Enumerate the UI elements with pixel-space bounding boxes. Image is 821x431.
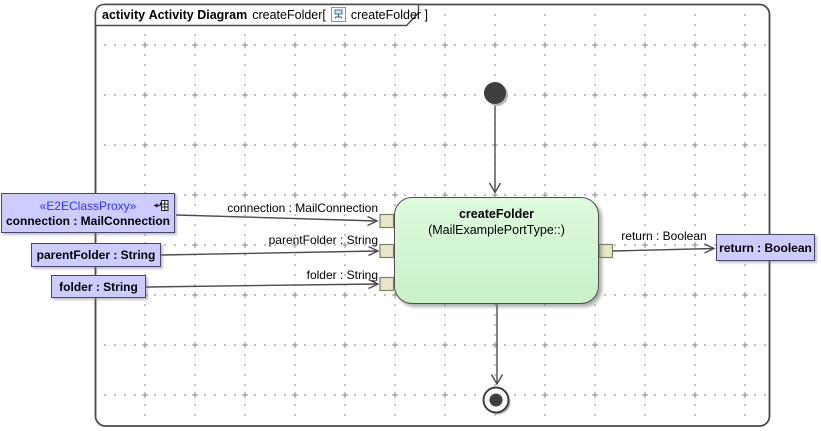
connector-folder[interactable] [145, 278, 380, 290]
stereotype-label: «E2EClassProxy» [39, 198, 137, 213]
param-node-parentfolder[interactable]: parentFolder : String [31, 243, 161, 267]
activity-final-node[interactable] [482, 386, 511, 415]
param-folder-label: folder : String [59, 279, 138, 294]
proxy-link-icon [153, 199, 169, 215]
activity-diagram-icon [330, 7, 346, 22]
param-connection-label: connection : MailConnection [6, 213, 170, 228]
edge-label-connection[interactable]: connection : MailConnection [227, 201, 378, 215]
param-return-label: return : Boolean [719, 240, 812, 255]
param-node-connection[interactable]: «E2EClassProxy» connection : MailConnect… [1, 193, 175, 233]
pin-connection[interactable] [379, 213, 395, 229]
diagram-reference-label: createFolder ] [350, 7, 429, 22]
param-node-folder[interactable]: folder : String [51, 275, 146, 298]
action-name: createFolder [458, 207, 535, 221]
connector-parentfolder[interactable] [160, 245, 380, 257]
frame-header[interactable]: activity Activity Diagram createFolder[ … [102, 6, 428, 23]
edge-initial-to-action[interactable] [488, 105, 502, 194]
edge-label-return[interactable]: return : Boolean [621, 229, 707, 243]
pin-parentfolder[interactable] [379, 243, 395, 259]
diagram-kind-label: activity Activity Diagram [102, 7, 248, 22]
param-node-return[interactable]: return : Boolean [716, 234, 815, 261]
diagram-name-label: createFolder[ [252, 7, 326, 22]
edge-action-to-final[interactable] [490, 304, 504, 386]
action-createfolder[interactable]: createFolder (MailExamplePortType::) [394, 197, 599, 304]
connector-connection[interactable] [175, 214, 379, 227]
pin-return[interactable] [598, 243, 614, 259]
pin-folder[interactable] [379, 276, 395, 292]
connector-return[interactable] [612, 243, 716, 254]
edge-label-folder[interactable]: folder : String [306, 268, 378, 282]
grid-dots [104, 14, 766, 421]
param-parentfolder-label: parentFolder : String [36, 248, 156, 262]
action-porttype: (MailExamplePortType::) [428, 223, 565, 237]
initial-node[interactable] [484, 82, 508, 106]
edge-label-parentfolder[interactable]: parentFolder : String [268, 233, 378, 247]
